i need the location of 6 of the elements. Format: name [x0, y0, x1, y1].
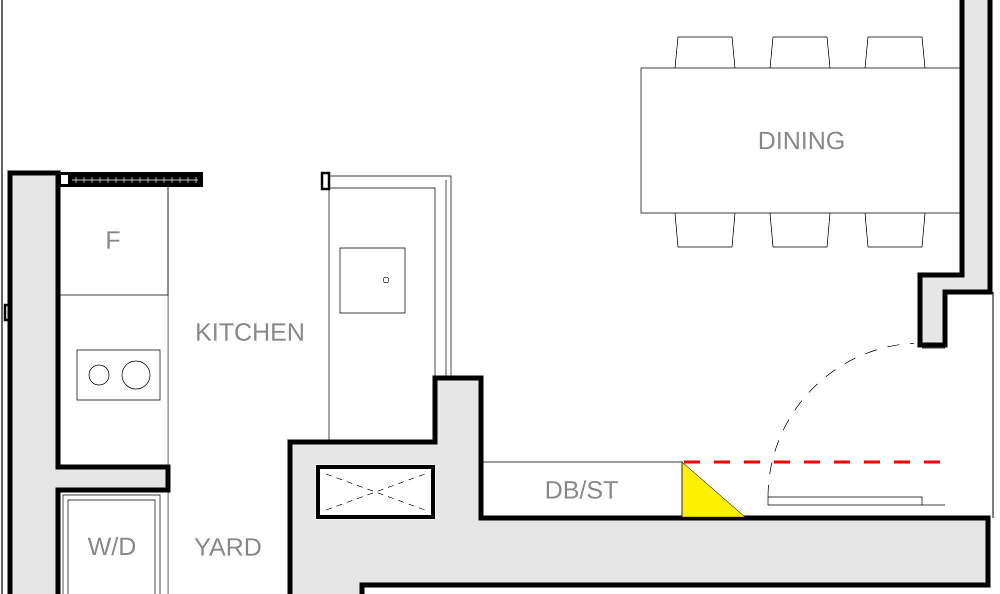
dining-table: DINING — [640, 68, 962, 214]
room-label: YARD — [194, 538, 261, 556]
room-label: KITCHEN — [197, 323, 303, 341]
appliance-box: W/D — [62, 494, 160, 594]
storage-box: DB/ST — [480, 462, 682, 518]
fridge-box: F — [58, 184, 168, 296]
